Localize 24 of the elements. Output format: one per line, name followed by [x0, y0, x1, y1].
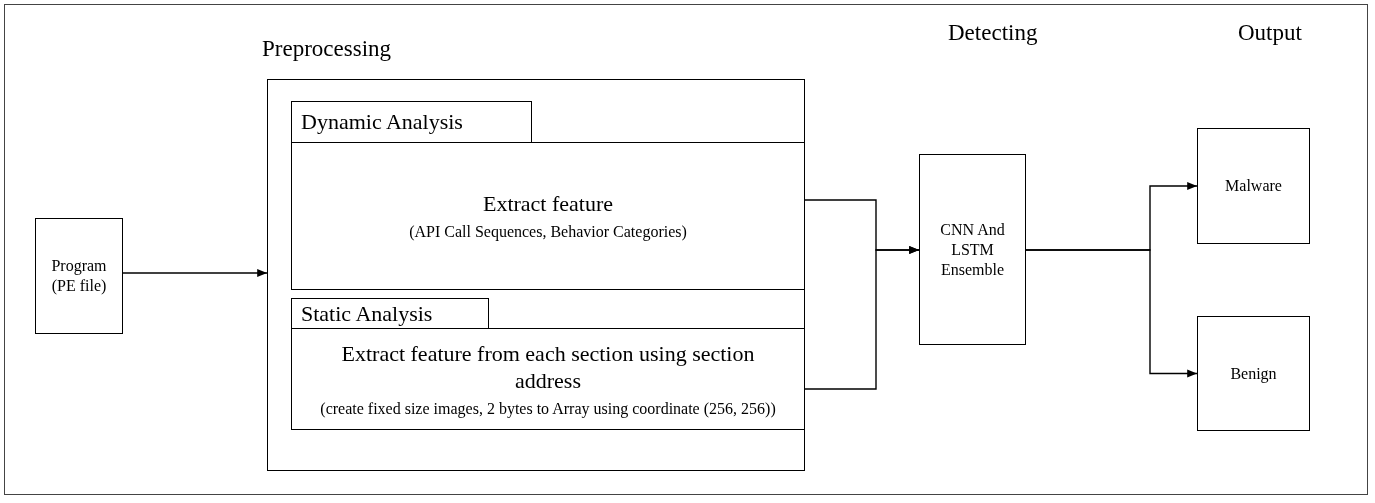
- tab-label: [291, 298, 489, 329]
- section-heading: Static Analysis: [301, 300, 433, 327]
- arrow: [1025, 249, 1198, 378]
- box-title: Benign: [1230, 363, 1277, 384]
- process-box: [291, 142, 805, 290]
- arrow: [803, 246, 920, 390]
- box-title: Extract feature from each section using section address: [340, 339, 756, 395]
- box-subtitle: (create fixed size images, 2 bytes to Array using coordinate (256, 256)): [320, 398, 776, 419]
- box-subtitle: (API Call Sequences, Behavior Categories): [409, 221, 687, 242]
- process-box: [919, 154, 1026, 345]
- group-heading: Preprocessing: [262, 36, 392, 62]
- column-heading: Output: [1238, 20, 1302, 46]
- process-box: [291, 328, 805, 430]
- arrow: [122, 269, 268, 277]
- box-title: Extract feature: [482, 190, 614, 218]
- output-box: [1197, 128, 1310, 244]
- box-title: CNN And LSTM Ensemble: [939, 219, 1006, 280]
- box-title: Program (PE file): [50, 256, 108, 296]
- section-heading: Dynamic Analysis: [301, 109, 463, 135]
- box-title: Malware: [1225, 176, 1282, 196]
- column-heading: Detecting: [948, 20, 1038, 46]
- process-box: [35, 218, 123, 334]
- output-box: [1197, 316, 1310, 431]
- tab-label: [291, 101, 532, 143]
